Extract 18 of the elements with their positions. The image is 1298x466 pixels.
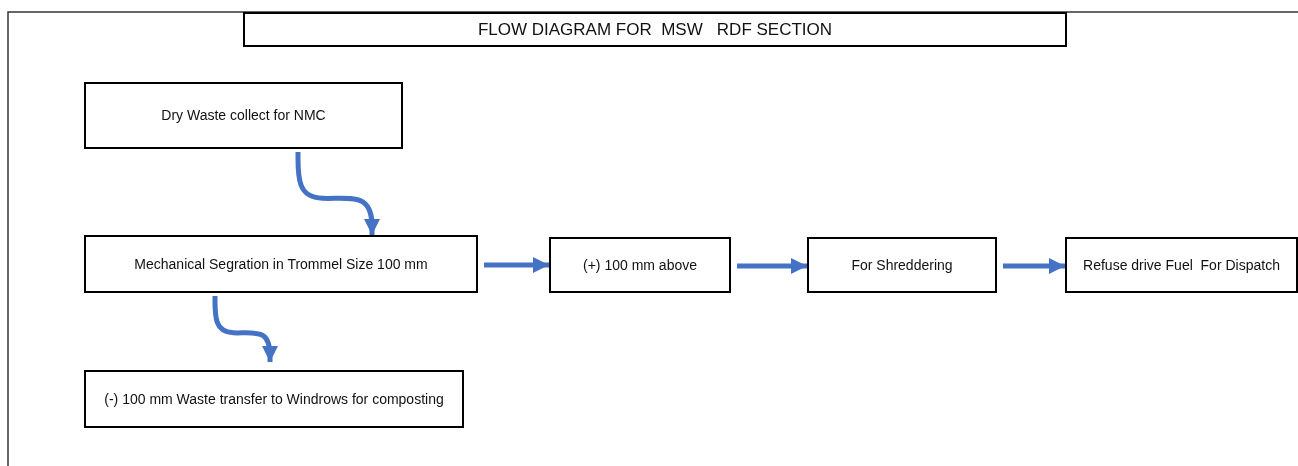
arrow [212, 296, 278, 362]
process-box [807, 237, 997, 293]
box-label: For Shreddering [851, 255, 953, 275]
process-box [84, 370, 464, 428]
process-box [1065, 237, 1298, 293]
box-label: Refuse drive Fuel For Dispatch [1083, 255, 1280, 275]
process-box [84, 82, 403, 149]
box-label: (-) 100 mm Waste transfer to Windrows for composting [104, 389, 444, 409]
arrow [484, 257, 549, 273]
box-label: (+) 100 mm above [583, 255, 697, 275]
box-label: Mechanical Segration in Trommel Size 100 mm [134, 254, 428, 274]
arrow [737, 258, 807, 274]
arrow [1003, 258, 1065, 274]
process-box [549, 237, 731, 293]
arrow [295, 152, 380, 235]
process-box [84, 235, 478, 293]
box-label: Dry Waste collect for NMC [161, 106, 326, 126]
title: FLOW DIAGRAM FOR MSW RDF SECTION [477, 19, 833, 40]
